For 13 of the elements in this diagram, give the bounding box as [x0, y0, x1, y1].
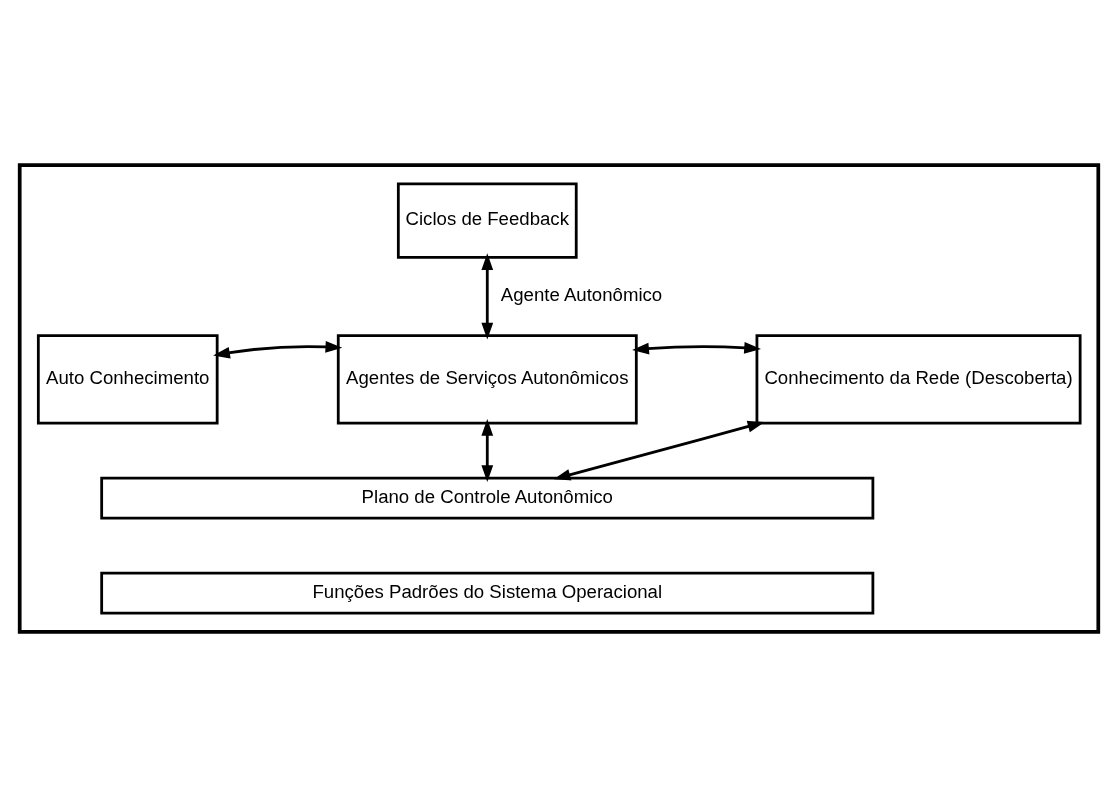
arrow	[632, 341, 761, 355]
node-box: Plano de Controle Autonômico	[100, 476, 875, 520]
arrow	[481, 418, 494, 483]
arrow	[213, 341, 343, 359]
node-box: Funções Padrões do Sistema Operacional	[100, 571, 875, 615]
node-box: Ciclos de Feedback	[396, 182, 578, 259]
edge-label: Agente Autonômico	[500, 284, 663, 306]
node-box: Auto Conhecimento	[36, 334, 219, 425]
node-box: Agentes de Serviços Autonômicos	[336, 334, 638, 425]
arrow	[481, 253, 494, 340]
node-box: Conhecimento da Rede (Descoberta)	[755, 334, 1082, 425]
cluster	[17, 163, 1101, 634]
arrow	[553, 420, 765, 481]
